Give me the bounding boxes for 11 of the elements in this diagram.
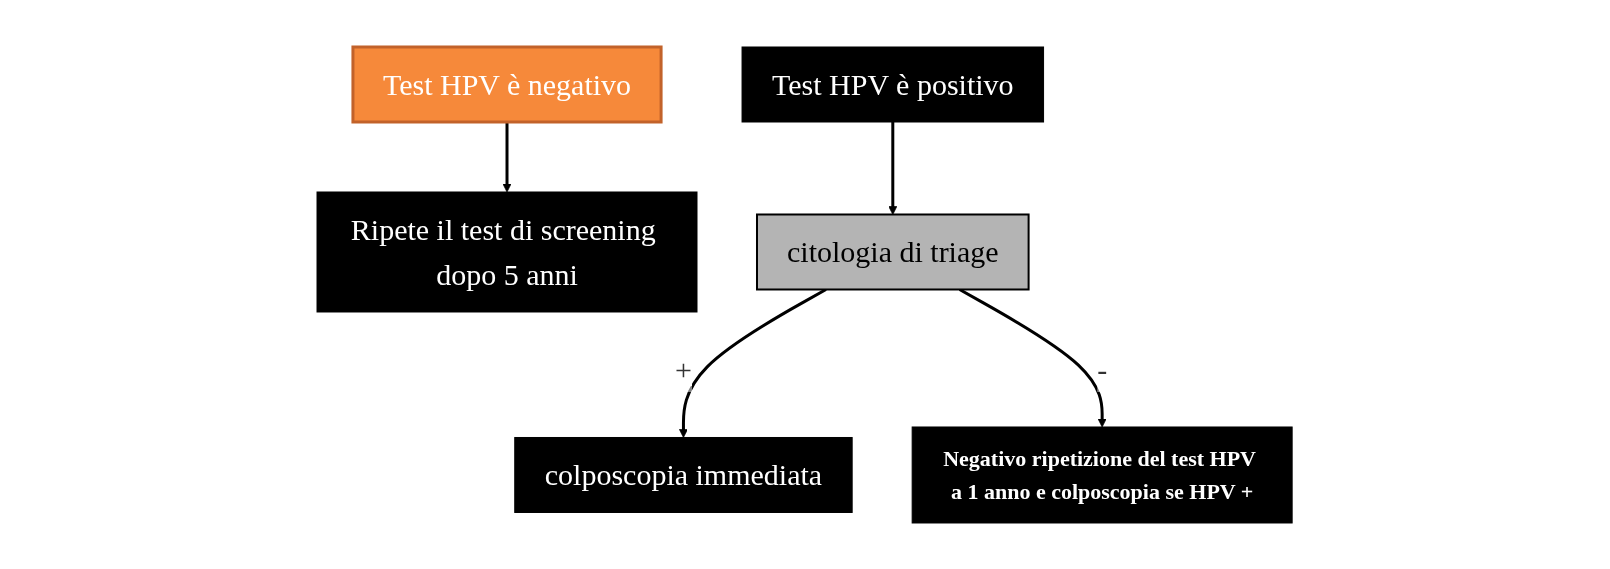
node-box: Test HPV è positivo	[741, 46, 1045, 122]
node-box: citologia di triage	[756, 213, 1030, 290]
arrow	[679, 287, 828, 438]
arrow	[503, 121, 512, 192]
node-box: Test HPV è negativo	[351, 45, 663, 123]
node-box: Ripete il test di screening dopo 5 anni	[316, 191, 698, 312]
node-box: Negativo ripetizione del test HPV a 1 anno e colposcopia se HPV +	[912, 426, 1294, 523]
edge-label: +	[675, 352, 693, 386]
arrow	[888, 121, 898, 215]
edge-label: -	[1097, 352, 1108, 386]
node-box: colposcopia immediata	[514, 436, 854, 513]
